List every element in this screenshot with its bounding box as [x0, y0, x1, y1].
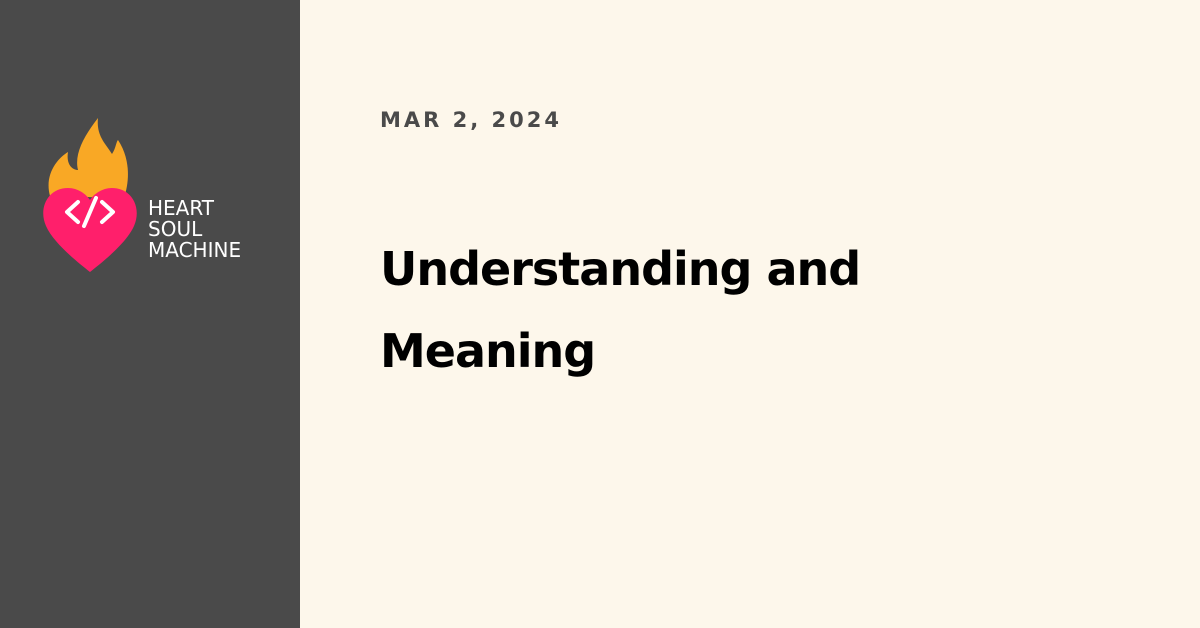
- code-symbol: [65, 196, 115, 228]
- brand-line-heart: HEART: [148, 196, 215, 220]
- brand-line-soul: SOUL: [148, 217, 203, 241]
- brand-logo: HEART SOUL MACHINE: [40, 114, 270, 274]
- brand-wordmark: HEART SOUL MACHINE: [148, 198, 241, 261]
- sidebar-panel: HEART SOUL MACHINE: [0, 0, 300, 628]
- post-title: Understanding and Meaning: [380, 228, 980, 392]
- post-date: MAR 2, 2024: [380, 108, 562, 132]
- heart-shape: [43, 188, 137, 272]
- flaming-heart-code-icon: [43, 118, 137, 272]
- post-title-line-1: Understanding and: [380, 242, 861, 296]
- post-title-line-2: Meaning: [380, 324, 596, 378]
- brand-line-machine: MACHINE: [148, 238, 242, 262]
- flame-shape: [48, 118, 128, 198]
- post-card-content: MAR 2, 2024 Understanding and Meaning: [380, 0, 1140, 628]
